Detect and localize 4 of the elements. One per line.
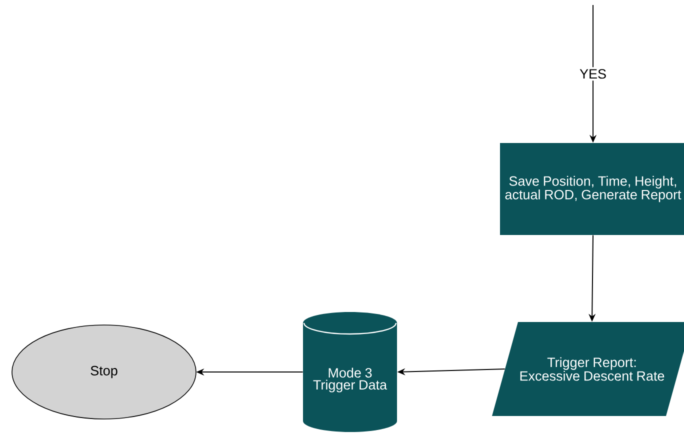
database-cylinder: Mode 3 Trigger Data [303,312,397,432]
data-parallelogram: Trigger Report: Excessive Descent Rate [492,322,684,416]
edge-label: YES [578,67,609,81]
process-box: Save Position, Time, Height, actual ROD, Generate Report [500,143,684,235]
